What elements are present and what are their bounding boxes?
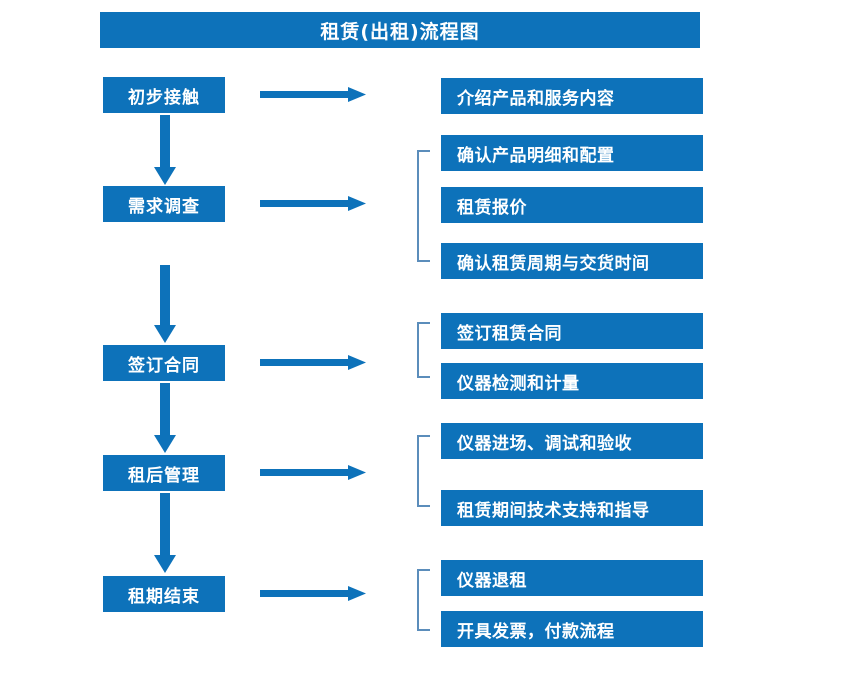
right-arrow-icon-5	[260, 585, 366, 603]
detail-node-confirm-period-delivery[interactable]: 确认租赁周期与交货时间	[441, 243, 703, 279]
detail-node-invoice-payment[interactable]: 开具发票，付款流程	[441, 611, 703, 647]
detail-node-label: 仪器退租	[457, 570, 527, 591]
group-bracket-needs-survey	[416, 150, 430, 262]
process-node-sign-contract[interactable]: 签订合同	[103, 345, 225, 381]
down-arrow-icon-4	[148, 493, 182, 573]
right-arrow-icon-1	[260, 86, 366, 104]
detail-node-label: 确认产品明细和配置	[457, 145, 615, 166]
detail-node-label: 签订租赁合同	[457, 323, 562, 344]
process-node-post-rental-management[interactable]: 租后管理	[103, 455, 225, 491]
detail-node-label: 开具发票，付款流程	[457, 621, 615, 642]
group-bracket-rental-end	[416, 569, 430, 631]
group-bracket-post-rental	[416, 435, 430, 507]
group-bracket-sign-contract	[416, 322, 430, 378]
detail-node-label: 仪器检测和计量	[457, 373, 580, 394]
process-node-label: 租期结束	[128, 586, 200, 607]
detail-node-instrument-installation[interactable]: 仪器进场、调试和验收	[441, 423, 703, 459]
detail-node-label: 租赁报价	[457, 197, 527, 218]
right-arrow-icon-4	[260, 464, 366, 482]
chart-title: 租赁(出租)流程图	[100, 12, 700, 48]
right-arrow-icon-3	[260, 354, 366, 372]
down-arrow-icon-1	[148, 115, 182, 185]
detail-node-introduce-products[interactable]: 介绍产品和服务内容	[441, 78, 703, 114]
process-node-rental-end[interactable]: 租期结束	[103, 576, 225, 612]
detail-node-label: 租赁期间技术支持和指导	[457, 500, 650, 521]
process-node-initial-contact[interactable]: 初步接触	[103, 77, 225, 113]
detail-node-instrument-inspection[interactable]: 仪器检测和计量	[441, 363, 703, 399]
process-node-label: 初步接触	[128, 87, 200, 108]
right-arrow-icon-2	[260, 195, 366, 213]
down-arrow-icon-3	[148, 383, 182, 453]
process-node-label: 签订合同	[128, 355, 200, 376]
detail-node-rental-quotation[interactable]: 租赁报价	[441, 187, 703, 223]
detail-node-label: 仪器进场、调试和验收	[457, 433, 632, 454]
detail-node-instrument-return[interactable]: 仪器退租	[441, 560, 703, 596]
detail-node-label: 确认租赁周期与交货时间	[457, 253, 650, 274]
process-node-needs-survey[interactable]: 需求调查	[103, 186, 225, 222]
down-arrow-icon-2	[148, 265, 182, 343]
detail-node-sign-rental-contract[interactable]: 签订租赁合同	[441, 313, 703, 349]
detail-node-label: 介绍产品和服务内容	[457, 88, 615, 109]
process-node-label: 租后管理	[128, 465, 200, 486]
detail-node-technical-support[interactable]: 租赁期间技术支持和指导	[441, 490, 703, 526]
process-node-label: 需求调查	[128, 196, 200, 217]
detail-node-confirm-product-spec[interactable]: 确认产品明细和配置	[441, 135, 703, 171]
